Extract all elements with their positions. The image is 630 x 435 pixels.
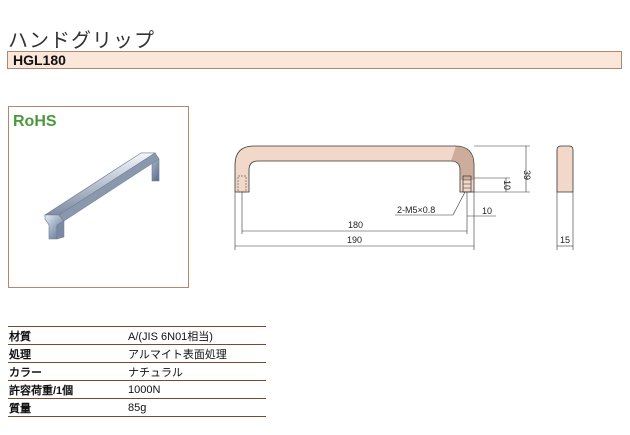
dim-label-hole: 2-M5×0.8 bbox=[397, 205, 435, 215]
spec-row: カラー ナチュラル bbox=[8, 362, 266, 381]
dim-label-10: 10 bbox=[502, 180, 512, 190]
spec-value: 1000N bbox=[126, 380, 266, 399]
model-bar: HGL180 bbox=[7, 51, 622, 69]
spec-key: 材質 bbox=[8, 326, 126, 345]
spec-value: 85g bbox=[126, 398, 266, 417]
technical-drawing: 180 190 2-M5×0.8 10 39 10 15 bbox=[234, 145, 574, 250]
spec-row: 処理 アルマイト表面処理 bbox=[8, 344, 266, 363]
dim-label-180: 180 bbox=[348, 220, 363, 230]
product-photo bbox=[43, 152, 160, 240]
spec-value: A/(JIS 6N01相当) bbox=[126, 326, 266, 345]
spec-value: ナチュラル bbox=[126, 362, 266, 381]
spec-value: アルマイト表面処理 bbox=[126, 344, 266, 363]
spec-key: 許容荷重/1個 bbox=[8, 380, 126, 399]
product-photo-box: RoHS bbox=[8, 106, 189, 288]
spec-key: 処理 bbox=[8, 344, 126, 363]
handle-front-view bbox=[234, 145, 475, 193]
spec-row: 許容荷重/1個 1000N bbox=[8, 380, 266, 399]
handle-side-view bbox=[556, 145, 574, 193]
model-number: HGL180 bbox=[13, 52, 66, 68]
page-title: ハンドグリップ bbox=[8, 28, 155, 52]
dim-label-39: 39 bbox=[522, 170, 532, 180]
dim-label-190: 190 bbox=[347, 235, 362, 245]
spec-key: 質量 bbox=[8, 398, 126, 417]
rohs-logo: RoHS bbox=[13, 113, 57, 130]
dim-label-hole-offset: 10 bbox=[482, 206, 492, 216]
spec-table: 材質 A/(JIS 6N01相当) 処理 アルマイト表面処理 カラー ナチュラル… bbox=[8, 326, 266, 417]
spec-row: 材質 A/(JIS 6N01相当) bbox=[8, 326, 266, 345]
spec-key: カラー bbox=[8, 362, 126, 381]
dim-label-15: 15 bbox=[560, 235, 570, 245]
handle-section-hatch bbox=[451, 146, 474, 180]
spec-row: 質量 85g bbox=[8, 398, 266, 417]
